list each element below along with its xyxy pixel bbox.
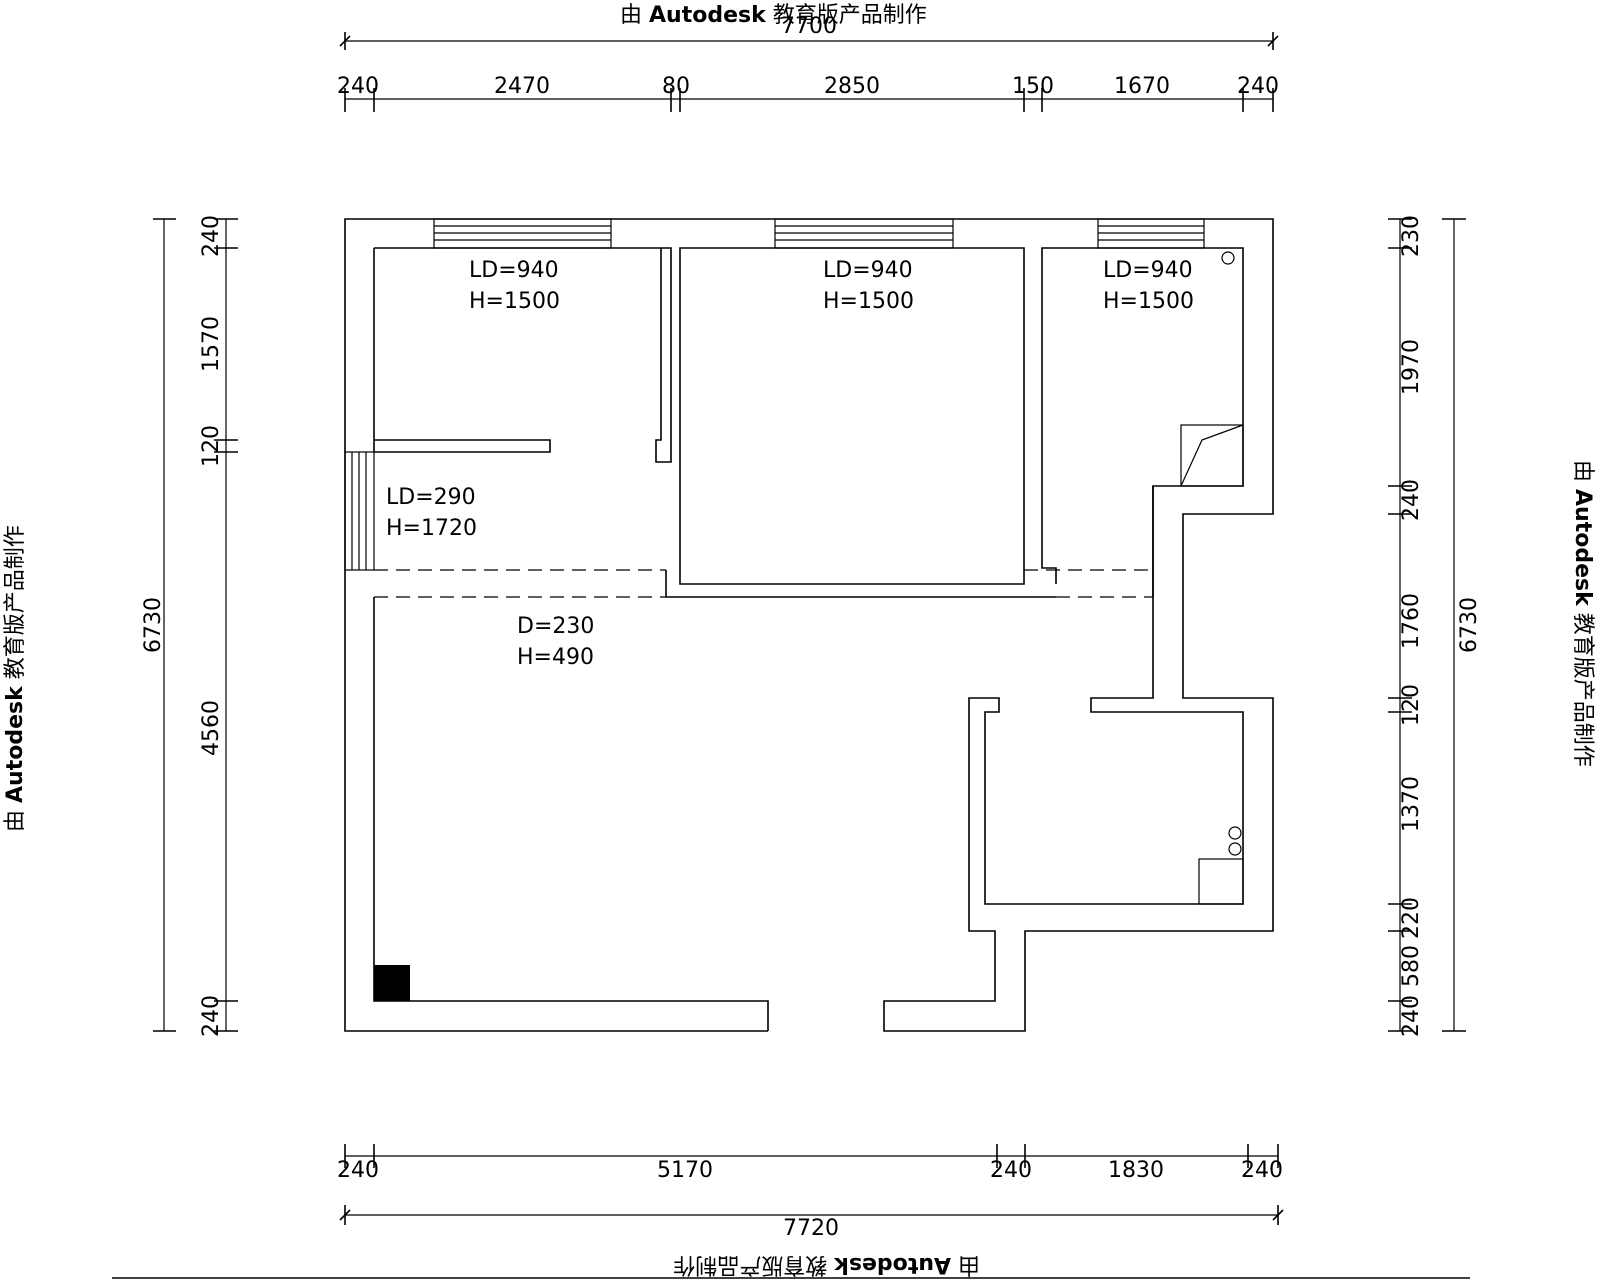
- dim-right-6: 220: [1399, 897, 1424, 939]
- dim-right-7: 580: [1399, 945, 1424, 987]
- exterior-walls: [344, 218, 1274, 1032]
- right-dimension-total: 6730: [1442, 218, 1482, 1032]
- dim-bottom-0: 240: [337, 1158, 379, 1183]
- dim-top-2: 80: [662, 74, 690, 99]
- watermark-left: 由 Autodesk 教育版产品制作: [3, 525, 28, 832]
- dim-top-4: 150: [1012, 74, 1054, 99]
- window-left-side: [344, 451, 375, 571]
- dim-top-3: 2850: [824, 74, 880, 99]
- left-dimension-chain: 240 1570 120 4560 240: [199, 215, 238, 1037]
- dim-right-0: 230: [1399, 215, 1424, 257]
- dim-bottom-1: 5170: [657, 1158, 713, 1183]
- watermark-right: 由 Autodesk 教育版产品制作: [1570, 460, 1595, 767]
- dim-top-1: 2470: [494, 74, 550, 99]
- watermark-bottom: 由 Autodesk 教育版产品制作: [673, 1252, 980, 1277]
- pipe-circle-top: [1221, 251, 1235, 265]
- svg-text:由 Autodesk 教育版产品制作: 由 Autodesk 教育版产品制作: [673, 1252, 980, 1277]
- pipe-circle-1: [1228, 826, 1242, 840]
- svg-text:由 Autodesk 教育版产品制作: 由 Autodesk 教育版产品制作: [1570, 460, 1595, 767]
- column-block: [374, 965, 410, 1001]
- dim-bottom-2: 240: [990, 1158, 1032, 1183]
- note-beam-h: H=490: [517, 645, 594, 670]
- dim-top-6: 240: [1237, 74, 1279, 99]
- fixture-box: [1198, 858, 1244, 905]
- note-window2-ld: LD=940: [823, 258, 913, 283]
- note-window3-h: H=1500: [1103, 289, 1194, 314]
- note-side-window-ld: LD=290: [386, 485, 476, 510]
- note-side-window-h: H=1720: [386, 516, 477, 541]
- beam-dashed-lines: [374, 569, 1153, 598]
- dim-bottom-4: 240: [1241, 1158, 1283, 1183]
- note-window3-ld: LD=940: [1103, 258, 1193, 283]
- dim-left-0: 240: [199, 215, 224, 257]
- window-top-3: [1097, 218, 1205, 249]
- note-beam-d: D=230: [517, 614, 594, 639]
- dim-top-total: 7700: [781, 14, 837, 39]
- top-dimension-total: 7700: [339, 14, 1279, 50]
- dim-left-total: 6730: [141, 597, 166, 653]
- top-dimension-chain: 240 2470 80 2850 150 1670 240: [337, 74, 1279, 112]
- dim-right-3: 1760: [1399, 593, 1424, 649]
- dim-top-0: 240: [337, 74, 379, 99]
- dim-right-1: 1970: [1399, 339, 1424, 395]
- watermark-top: 由 Autodesk 教育版产品制作: [620, 3, 927, 28]
- shaft-box: [1180, 424, 1244, 487]
- dim-right-2: 240: [1399, 479, 1424, 521]
- dim-bottom-3: 1830: [1108, 1158, 1164, 1183]
- note-window2-h: H=1500: [823, 289, 914, 314]
- dim-left-3: 4560: [199, 700, 224, 756]
- window-top-1: [433, 218, 612, 249]
- note-window1-ld: LD=940: [469, 258, 559, 283]
- bottom-dimension-total: 7720: [339, 1205, 1284, 1241]
- left-dimension-total: 6730: [141, 218, 176, 1032]
- pipe-circle-2: [1228, 842, 1242, 856]
- dim-left-4: 240: [199, 995, 224, 1037]
- dim-right-total: 6730: [1457, 597, 1482, 653]
- bottom-dimension-chain: 240 5170 240 1830 240: [337, 1144, 1283, 1183]
- dim-right-5: 1370: [1399, 776, 1424, 832]
- window-top-2: [774, 218, 954, 249]
- note-window1-h: H=1500: [469, 289, 560, 314]
- dim-bottom-total: 7720: [783, 1216, 839, 1241]
- svg-text:由 Autodesk 教育版产品制作: 由 Autodesk 教育版产品制作: [3, 525, 28, 832]
- dim-right-8: 240: [1399, 995, 1424, 1037]
- right-dimension-chain: 230 1970 240 1760 120 1370 220 580 240: [1388, 215, 1424, 1037]
- dim-left-2: 120: [199, 425, 224, 467]
- dim-right-4: 120: [1399, 684, 1424, 726]
- dim-left-1: 1570: [199, 316, 224, 372]
- dim-top-5: 1670: [1114, 74, 1170, 99]
